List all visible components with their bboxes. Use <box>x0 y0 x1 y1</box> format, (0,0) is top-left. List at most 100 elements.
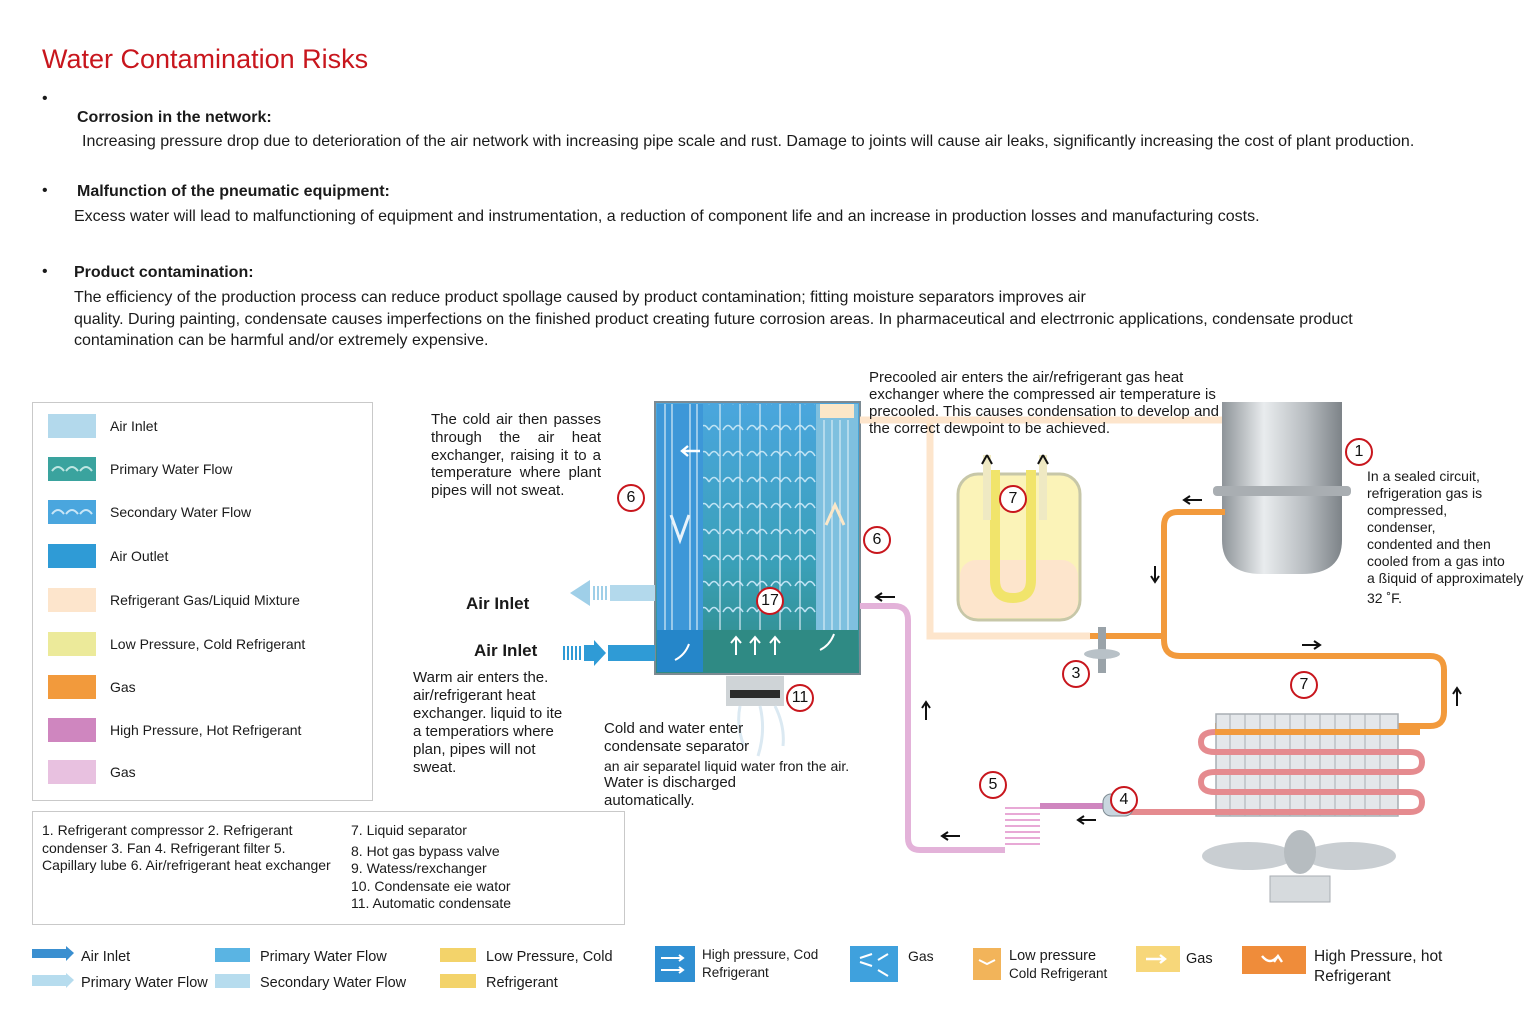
legend-label: Gas <box>110 764 136 780</box>
bottom-legend-item: High Pressure, hot Refrigerant <box>1242 946 1472 986</box>
risk-body: Excess water will lead to malfunctioning… <box>74 208 1260 225</box>
marker-17: 17 <box>756 587 784 615</box>
bottom-legend-item: Low pressure Cold Refrigerant <box>973 946 1133 986</box>
liquid-separator <box>956 454 1082 622</box>
sealed-circuit-line: condented and then <box>1367 536 1491 552</box>
marker-6: 6 <box>617 484 645 512</box>
legend-item: Gas <box>48 675 368 699</box>
legend-label: Refrigerant Gas/Liquid Mixture <box>110 592 300 608</box>
risk-body: Increasing pressure drop due to deterior… <box>82 133 1415 150</box>
bottom-legend-label: Gas <box>1186 951 1213 967</box>
bullet-dot: • <box>42 263 48 280</box>
warm-air-line: Warm air enters the. <box>413 669 549 686</box>
bottom-legend-label: Cold Refrigerant <box>1009 966 1108 981</box>
warm-air-line: a temperatiors where <box>413 723 554 740</box>
marker-7: 7 <box>1290 671 1318 699</box>
page-title: Water Contamination Risks <box>42 44 369 74</box>
risk-body-line: The efficiency of the production process… <box>74 289 1086 306</box>
bottom-legend-item: Air Inlet Primary Water Flow <box>32 946 212 991</box>
marker-6: 6 <box>863 526 891 554</box>
component-key-right: 7. Liquid separator 8. Hot gas bypass va… <box>351 822 611 913</box>
sealed-circuit-line: In a sealed circuit, <box>1367 468 1480 484</box>
legend-panel: Air Inlet Primary Water Flow Secondary W… <box>32 402 373 801</box>
legend-item: Gas <box>48 760 368 784</box>
refrigerant-return-line <box>860 603 1005 853</box>
legend-item: Air Inlet <box>48 414 368 438</box>
legend-swatch <box>48 718 96 742</box>
marker-11: 11 <box>786 684 814 712</box>
warm-air-line: sweat. <box>413 759 457 776</box>
air-inlet-label: Air Inlet <box>474 641 538 660</box>
bottom-legend-label: Primary Water Flow <box>81 975 208 991</box>
legend-item: Refrigerant Gas/Liquid Mixture <box>48 588 368 612</box>
component-key-item: 8. Hot gas bypass valve <box>351 842 500 859</box>
refrigerant-condenser <box>1110 713 1426 817</box>
sealed-circuit-line: refrigeration gas is <box>1367 485 1483 501</box>
bullet-dot: • <box>42 90 48 107</box>
bullet-dot: • <box>42 182 48 199</box>
bottom-legend-label: Refrigerant <box>486 975 558 991</box>
legend-item: High Pressure, Hot Refrigerant <box>48 718 368 742</box>
heat-exchanger <box>654 401 861 757</box>
flow-arrows <box>874 495 1462 841</box>
sealed-circuit-line: cooled from a gas into <box>1367 553 1505 569</box>
hot-gas-bypass-valve <box>1084 627 1120 673</box>
bottom-legend-item: Primary Water Flow Secondary Water Flow <box>215 946 425 991</box>
air-inlet-arrow <box>563 640 655 666</box>
risk-body-line: contamination can be harmful and/or extr… <box>74 332 489 349</box>
bottom-legend-label: Primary Water Flow <box>260 949 387 965</box>
legend-label: Secondary Water Flow <box>110 504 252 520</box>
legend-label: Primary Water Flow <box>110 461 233 477</box>
discharge-line: Water is discharged <box>604 774 736 791</box>
bottom-legend-label: High pressure, Cod <box>702 947 819 962</box>
warm-air-line: air/refrigerant heat <box>413 687 536 704</box>
risk-heading: Corrosion in the network: <box>77 109 272 126</box>
legend-label: Gas <box>110 679 136 695</box>
marker-5: 5 <box>979 771 1007 799</box>
legend-label: Air Inlet <box>110 418 158 434</box>
marker-1: 1 <box>1345 438 1373 466</box>
sealed-circuit-line: 32 ˚F. <box>1367 590 1403 606</box>
bottom-legend-label: Refrigerant <box>702 965 769 980</box>
precooled-callout-line: Precooled air enters the air/refrigerant… <box>869 369 1184 386</box>
bottom-legend-label: Refrigerant <box>1314 968 1391 985</box>
gas-mixture-line <box>860 416 1090 640</box>
bottom-legend-label: Air Inlet <box>81 949 131 965</box>
legend-swatch <box>48 544 96 568</box>
component-key-item: 11. Automatic condensate <box>351 895 512 911</box>
separator-note: an air separatel liquid water fron the a… <box>604 758 850 774</box>
bottom-legend-label: Low Pressure, Cold <box>486 949 613 965</box>
bottom-legend-item: Gas <box>1136 946 1236 986</box>
legend-label: Air Outlet <box>110 548 169 564</box>
component-key-item: 7. Liquid separator <box>351 822 467 838</box>
component-key-left: 1. Refrigerant compressor 2. Refrigerant… <box>42 822 331 873</box>
bottom-legend-label: Low pressure <box>1009 948 1097 964</box>
legend-swatch <box>48 500 96 524</box>
component-key-item: 9. Watess/rexchanger <box>351 860 487 876</box>
legend-swatch <box>48 588 96 612</box>
legend-swatch <box>48 414 96 438</box>
marker-3: 3 <box>1062 660 1090 688</box>
warm-air-line: exchanger. liquid to ite <box>413 705 563 722</box>
legend-swatch <box>48 632 96 656</box>
marker-4: 4 <box>1110 786 1138 814</box>
sealed-circuit-line: a ßiquid of approximately <box>1367 570 1524 586</box>
precooled-callout-line: precooled. This causes condensation to d… <box>869 403 1219 420</box>
marker-7: 7 <box>999 485 1027 513</box>
component-key: 1. Refrigerant compressor 2. Refrigerant… <box>32 811 625 925</box>
bottom-legend-label: High Pressure, hot <box>1314 948 1443 965</box>
legend-item: Air Outlet <box>48 544 368 568</box>
warm-air-line: plan, pipes will not <box>413 741 536 758</box>
legend-item: Primary Water Flow <box>48 457 368 481</box>
air-inlet-label: Air Inlet <box>466 594 530 613</box>
legend-swatch <box>48 760 96 784</box>
risk-heading: Product contamination: <box>74 264 254 281</box>
legend-label: High Pressure, Hot Refrigerant <box>110 722 302 738</box>
legend-swatch <box>48 675 96 699</box>
legend-item: Low Pressure, Cold Refrigerant <box>48 632 368 656</box>
risk-heading: Malfunction of the pneumatic equipment: <box>77 183 390 200</box>
bottom-legend-label: Secondary Water Flow <box>260 975 407 991</box>
bottom-legend-item: High pressure, Cod Refrigerant <box>655 946 835 986</box>
separator-line: condensate separator <box>604 738 750 755</box>
